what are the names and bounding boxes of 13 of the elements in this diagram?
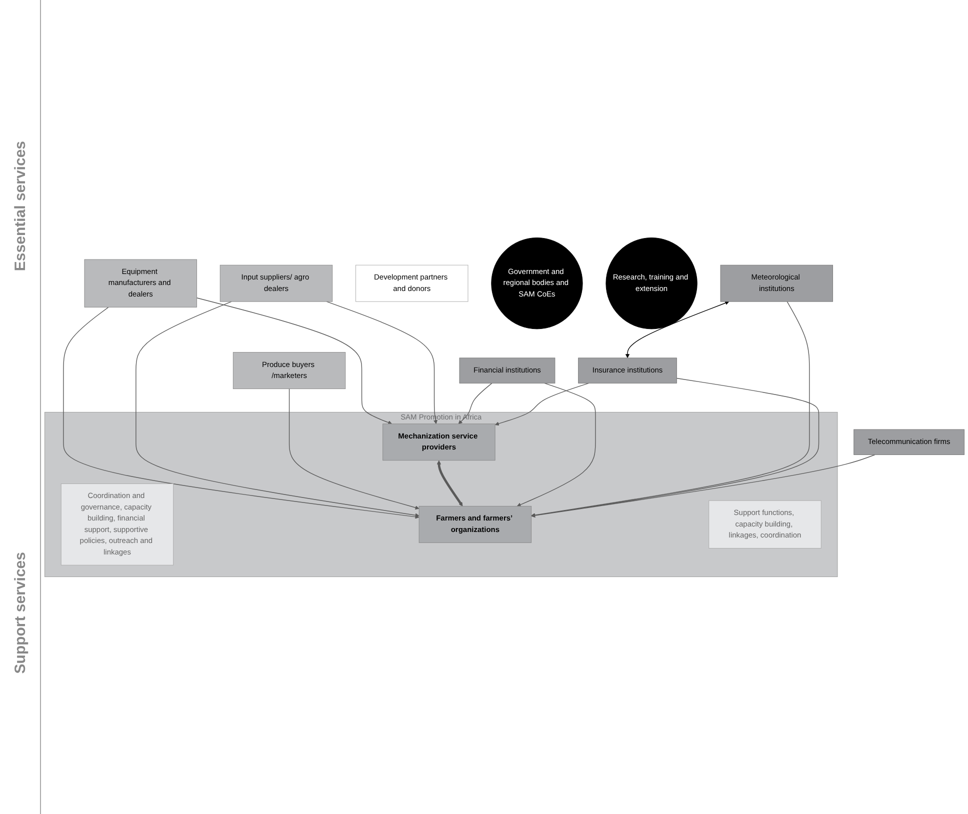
arrow — [436, 460, 463, 506]
arrow — [458, 382, 492, 424]
arrow — [625, 300, 730, 358]
section-label: Essential services — [12, 140, 28, 271]
arrow — [288, 388, 420, 510]
arrow — [326, 300, 438, 424]
arrow — [136, 300, 420, 517]
arrow — [516, 382, 596, 506]
arrow — [196, 297, 392, 424]
arrow — [494, 382, 590, 426]
arrow — [63, 306, 420, 519]
section-label: Support services — [12, 552, 28, 674]
arrow — [531, 454, 876, 518]
